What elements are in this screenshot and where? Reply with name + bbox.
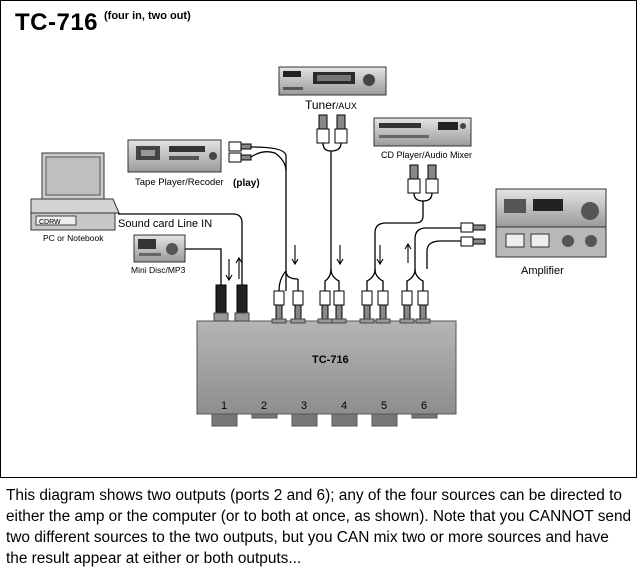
minidisc-device (133, 234, 186, 263)
rca-plugs (213, 114, 486, 324)
port-number-2: 2 (261, 400, 267, 412)
wiring-diagram: Tuner/AUX CD Player/Audio Mixer Tape Pla… (30, 66, 607, 427)
tuner-label: Tuner/AUX (305, 98, 357, 112)
cable-amp (406, 227, 461, 291)
tape-play-label: (play) (233, 178, 260, 189)
rca-plug-amp (460, 222, 486, 247)
arrow-down-icon (376, 245, 384, 266)
soundcard-label: Sound card Line IN (118, 218, 212, 230)
tuner-device (278, 66, 387, 96)
diagram-subtitle: (four in, two out) (104, 10, 191, 22)
tc716-switch-box (196, 320, 457, 427)
diagram-frame: TC-716 (four in, two out) Tuner/AUX (0, 0, 637, 478)
cd-player-device (373, 117, 472, 147)
port-number-4: 4 (341, 400, 347, 412)
port-number-6: 6 (421, 400, 427, 412)
cable-tape-b (250, 151, 287, 172)
tape-player-label: Tape Player/Recoder (135, 177, 224, 188)
switch-jacks (213, 312, 431, 324)
port-number-5: 5 (381, 400, 387, 412)
arrow-up-icon (404, 242, 412, 263)
caption-text: This diagram shows two outputs (ports 2 … (6, 487, 632, 567)
cd-player-label: CD Player/Audio Mixer (381, 150, 472, 160)
cable-tuner (322, 142, 342, 152)
rca-plug-tape (228, 141, 252, 163)
minidisc-label: Mini Disc/MP3 (131, 265, 186, 275)
amplifier-label: Amplifier (521, 265, 564, 277)
pc-label: PC or Notebook (43, 233, 104, 243)
switch-label: TC-716 (312, 354, 349, 366)
port-numbers: 1 2 3 4 5 6 (221, 400, 427, 412)
cable-minidisc (185, 248, 222, 286)
arrow-up-icon (235, 256, 243, 279)
diagram-title: TC-716 (15, 9, 99, 36)
arrow-down-icon (291, 245, 299, 266)
port-number-3: 3 (301, 400, 307, 412)
arrow-down-icon (225, 259, 233, 282)
port-number-1: 1 (221, 400, 227, 412)
notebook-pc-device (30, 152, 120, 231)
signal-arrows (225, 242, 412, 282)
arrow-down-icon (336, 245, 344, 266)
cdrw-label: CDRW (39, 219, 61, 226)
amplifier-device (495, 188, 607, 258)
cable-pc-soundcard (118, 213, 243, 286)
tape-player-device (127, 139, 222, 173)
cable-cd (413, 192, 433, 202)
rca-plug-cd (407, 164, 439, 194)
cable-tape-a (250, 146, 299, 280)
rca-plug-tuner (316, 114, 348, 144)
cables (118, 142, 461, 292)
